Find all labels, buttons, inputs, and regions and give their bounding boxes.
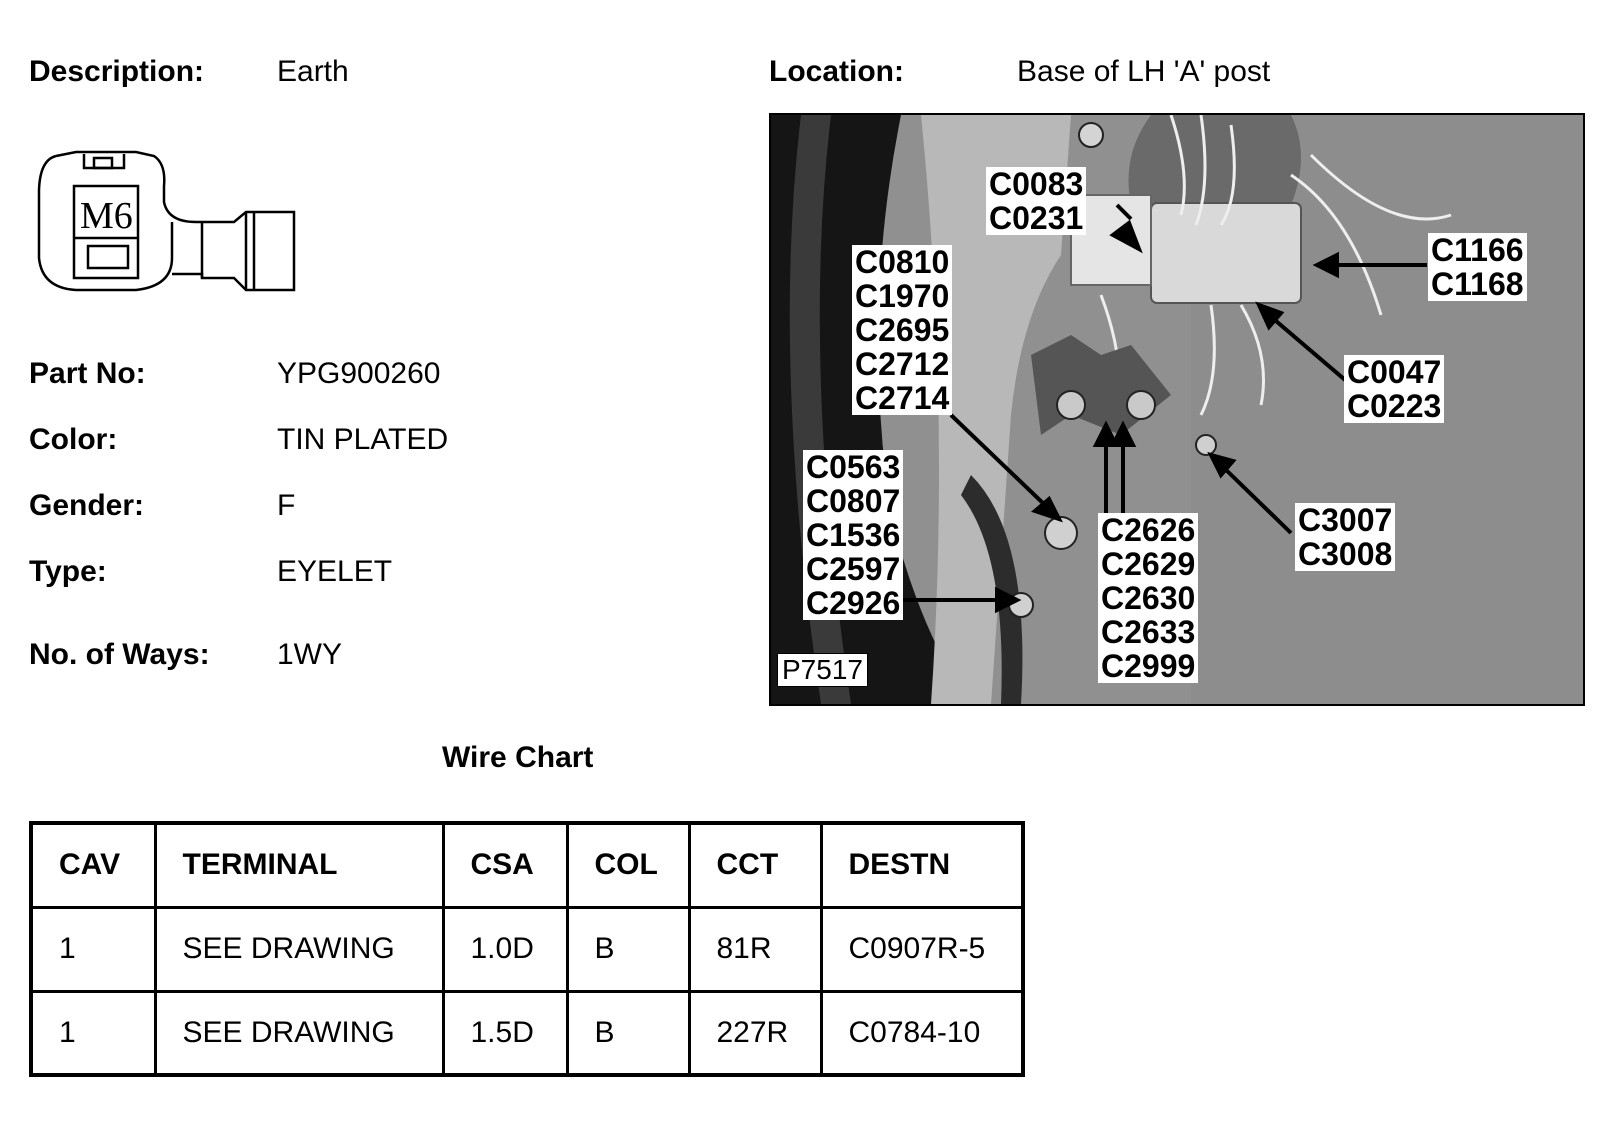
cell-cct: 81R xyxy=(687,905,823,993)
color-label: Color: xyxy=(29,423,118,456)
callout-c3007: C3007 C3008 xyxy=(1295,503,1396,571)
cell-destn: C0784-10 xyxy=(819,989,1025,1077)
no-of-ways-value: 1WY xyxy=(277,638,343,671)
description-label: Description: xyxy=(29,55,205,88)
header-cav: CAV xyxy=(29,821,157,909)
callout-c2626: C2626 C2629 C2630 C2633 C2999 xyxy=(1098,513,1199,683)
photo-id-label: P7517 xyxy=(777,653,868,687)
location-value: Base of LH 'A' post xyxy=(1017,55,1271,88)
no-of-ways-label: No. of Ways: xyxy=(29,638,210,671)
header-col: COL xyxy=(565,821,691,909)
part-no-label: Part No: xyxy=(29,357,146,390)
callout-c0810: C0810 C1970 C2695 C2712 C2714 xyxy=(852,245,953,415)
type-value: EYELET xyxy=(277,555,393,588)
wire-chart-title: Wire Chart xyxy=(442,741,594,774)
cell-cav: 1 xyxy=(29,905,157,993)
cell-cav: 1 xyxy=(29,989,157,1077)
part-no-value: YPG900260 xyxy=(277,357,441,390)
cell-destn: C0907R-5 xyxy=(819,905,1025,993)
table-row: 1 SEE DRAWING 1.5D B 227R C0784-10 xyxy=(29,989,1025,1077)
gender-label: Gender: xyxy=(29,489,145,522)
gender-value: F xyxy=(277,489,296,522)
header-csa: CSA xyxy=(441,821,569,909)
header-cct: CCT xyxy=(687,821,823,909)
table-header-row: CAV TERMINAL CSA COL CCT DESTN xyxy=(29,821,1025,909)
cell-cct: 227R xyxy=(687,989,823,1077)
type-label: Type: xyxy=(29,555,107,588)
table-row: 1 SEE DRAWING 1.0D B 81R C0907R-5 xyxy=(29,905,1025,993)
cell-csa: 1.0D xyxy=(441,905,569,993)
callout-c0563: C0563 C0807 C1536 C2597 C2926 xyxy=(803,450,904,620)
wire-chart-table: CAV TERMINAL CSA COL CCT DESTN 1 SEE DRA… xyxy=(29,821,1025,1077)
header-destn: DESTN xyxy=(819,821,1025,909)
eyelet-terminal-drawing: M6 xyxy=(36,150,300,300)
callout-c0047: C0047 C0223 xyxy=(1344,355,1445,423)
cell-csa: 1.5D xyxy=(441,989,569,1077)
cell-terminal: SEE DRAWING xyxy=(153,989,445,1077)
callout-c1166: C1166 C1168 xyxy=(1428,233,1527,301)
cell-terminal: SEE DRAWING xyxy=(153,905,445,993)
description-value: Earth xyxy=(277,55,349,88)
m6-marking: M6 xyxy=(80,195,133,237)
header-terminal: TERMINAL xyxy=(153,821,445,909)
callout-c0083: C0083 C0231 xyxy=(986,167,1087,235)
color-value: TIN PLATED xyxy=(277,423,449,456)
cell-col: B xyxy=(565,905,691,993)
location-label: Location: xyxy=(769,55,904,88)
location-photo: C0083 C0231 C1166 C1168 C0810 C1970 C269… xyxy=(769,113,1585,706)
cell-col: B xyxy=(565,989,691,1077)
